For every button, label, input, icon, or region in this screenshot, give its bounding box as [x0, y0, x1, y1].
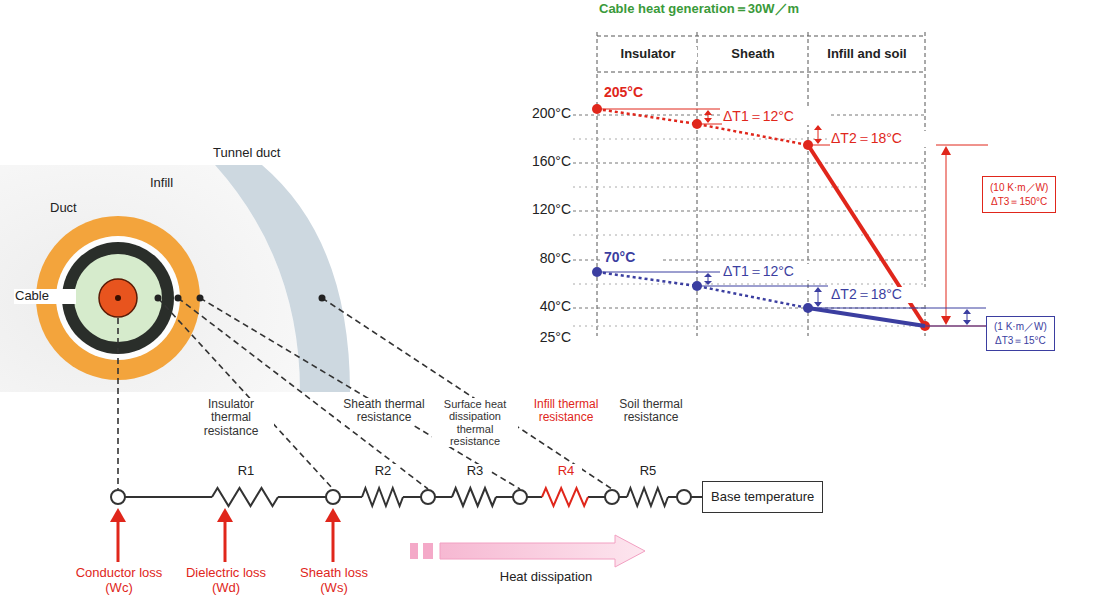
- loss-label: Sheath loss (Ws): [285, 566, 383, 595]
- axis-tick: 80°C: [514, 251, 572, 267]
- column-header: Sheath: [702, 47, 804, 62]
- loss-label: Conductor loss (Wc): [66, 566, 172, 595]
- loss-arrows: [110, 508, 341, 562]
- delta-label: ΔT1＝12°C: [722, 264, 828, 280]
- tunnel-duct: [215, 165, 350, 392]
- leader-dots: [155, 295, 326, 302]
- axis-tick: 160°C: [514, 154, 572, 170]
- box-text: ΔT3＝150°C: [990, 195, 1048, 209]
- box-text: (1 K·m／W): [994, 320, 1047, 334]
- part-name: Duct: [50, 201, 100, 216]
- resistance-name: Soil thermal resistance: [608, 398, 694, 425]
- resistance-name: Insulator thermal resistance: [188, 398, 274, 438]
- delta-label: ΔT2＝18°C: [830, 287, 936, 303]
- conductor: [99, 279, 137, 317]
- resistor-id: R4: [550, 464, 582, 479]
- cable-section: [0, 165, 350, 392]
- resistor-symbol: [212, 488, 278, 506]
- box-text: (10 K·m／W): [990, 181, 1048, 195]
- resistor-symbol: [627, 488, 668, 506]
- resistor-id: R1: [230, 464, 262, 479]
- resistor-id: R2: [367, 464, 399, 479]
- resistor-symbol: [542, 488, 588, 506]
- axis-tick: 25°C: [514, 330, 572, 346]
- temperature-value: 70°C: [603, 250, 661, 266]
- loss-label: Dielectric loss (Wd): [177, 566, 275, 595]
- axis-tick: 120°C: [514, 202, 572, 218]
- resistivity-box: (10 K·m／W)ΔT3＝150°C: [982, 176, 1056, 213]
- chart-title: Cable heat generation＝30W／m: [598, 2, 930, 17]
- resistivity-box: (1 K·m／W)ΔT3＝15°C: [986, 316, 1055, 351]
- flow-label: Heat dissipation: [480, 570, 612, 585]
- axis-tick: 40°C: [514, 299, 572, 315]
- axis-tick: 200°C: [514, 106, 572, 122]
- resistor-id: R5: [632, 464, 664, 479]
- resistor-id: R3: [459, 464, 491, 479]
- delta-label: ΔT2＝18°C: [830, 131, 936, 147]
- resistor-symbols: [212, 488, 668, 506]
- column-header: Infill and soil: [810, 47, 924, 62]
- temperature-chart: [573, 32, 988, 336]
- resistance-name: Sheath thermal resistance: [341, 398, 427, 425]
- leader-lines: [118, 298, 612, 489]
- conductor-center: [115, 295, 121, 301]
- resistor-symbol: [362, 488, 403, 506]
- resistance-name: Infill thermal resistance: [523, 398, 609, 425]
- temperature-value: 205°C: [603, 85, 661, 101]
- column-header: Insulator: [599, 47, 697, 62]
- box-text: ΔT3＝15°C: [994, 334, 1047, 348]
- delta-label: ΔT1＝12°C: [722, 109, 828, 125]
- box-text: Base temperature: [711, 488, 814, 506]
- part-name: Infill: [150, 176, 210, 191]
- chain-nodes: [111, 490, 691, 504]
- part-name: Tunnel duct: [212, 146, 314, 161]
- resistor-symbol: [452, 488, 496, 506]
- sheath-ring: [62, 242, 174, 354]
- part-name: Cable: [14, 289, 76, 304]
- heat-arrow: [410, 535, 645, 567]
- base-temperature-box: Base temperature: [702, 481, 823, 513]
- resistance-name: Surface heat dissipation thermal resista…: [432, 398, 518, 447]
